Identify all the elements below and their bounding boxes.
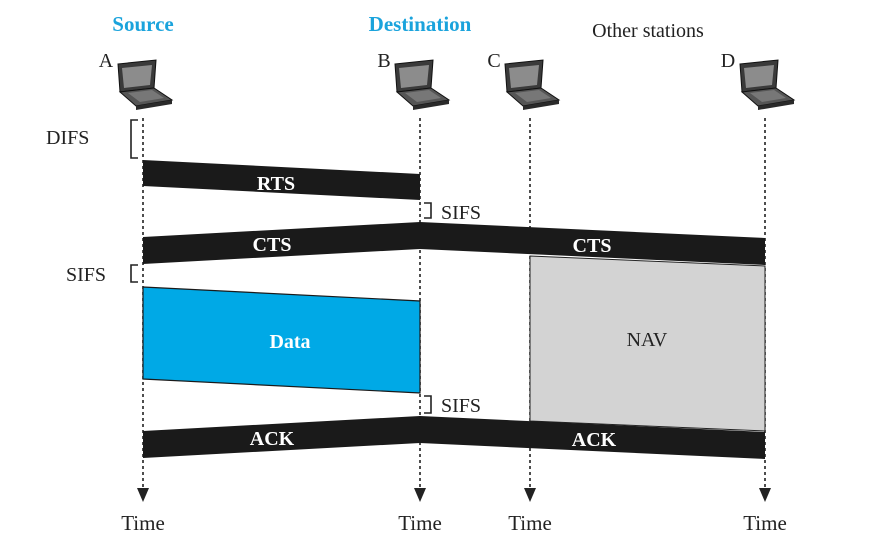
difs-bracket [130, 119, 138, 159]
rts-frame [143, 160, 420, 200]
station-c-label: C [487, 50, 500, 72]
time-label-c: Time [508, 511, 552, 535]
laptop-icon-c [504, 59, 560, 111]
other-stations-header: Other stations [592, 20, 704, 42]
cts-frame-to-others [420, 222, 765, 265]
station-d-label: D [721, 50, 735, 72]
cts-label-source: CTS [253, 234, 292, 256]
sifs-label-b1: SIFS [441, 202, 481, 224]
arrow-head-b [414, 488, 426, 502]
nav-region [529, 255, 766, 432]
ack-label-others: ACK [572, 429, 617, 451]
station-b-label: B [377, 50, 390, 72]
source-header: Source [112, 12, 173, 36]
laptop-icon-b [394, 59, 450, 111]
data-frame [142, 286, 421, 394]
time-label-a: Time [121, 511, 165, 535]
nav-label: NAV [627, 329, 668, 351]
ack-frame-to-others [420, 416, 765, 459]
ack-label-source: ACK [250, 428, 295, 450]
cts-frame-to-source [143, 222, 420, 264]
arrow-head-c [524, 488, 536, 502]
sifs-label-b2: SIFS [441, 395, 481, 417]
laptop-icon-a [117, 59, 173, 111]
time-label-b: Time [398, 511, 442, 535]
laptop-icon-d [739, 59, 795, 111]
arrow-head-d [759, 488, 771, 502]
sifs-bracket-b1 [424, 202, 432, 219]
sifs-bracket-b2 [424, 395, 432, 414]
cts-label-others: CTS [573, 235, 612, 257]
sifs-label-a: SIFS [66, 264, 106, 286]
time-label-d: Time [743, 511, 787, 535]
data-label: Data [269, 331, 310, 353]
difs-label: DIFS [46, 127, 89, 149]
ack-frame-to-source [143, 416, 420, 458]
destination-header: Destination [369, 12, 472, 36]
arrow-head-a [137, 488, 149, 502]
station-a-label: A [99, 50, 114, 72]
sifs-bracket-a [130, 264, 138, 283]
rts-label: RTS [257, 173, 295, 195]
